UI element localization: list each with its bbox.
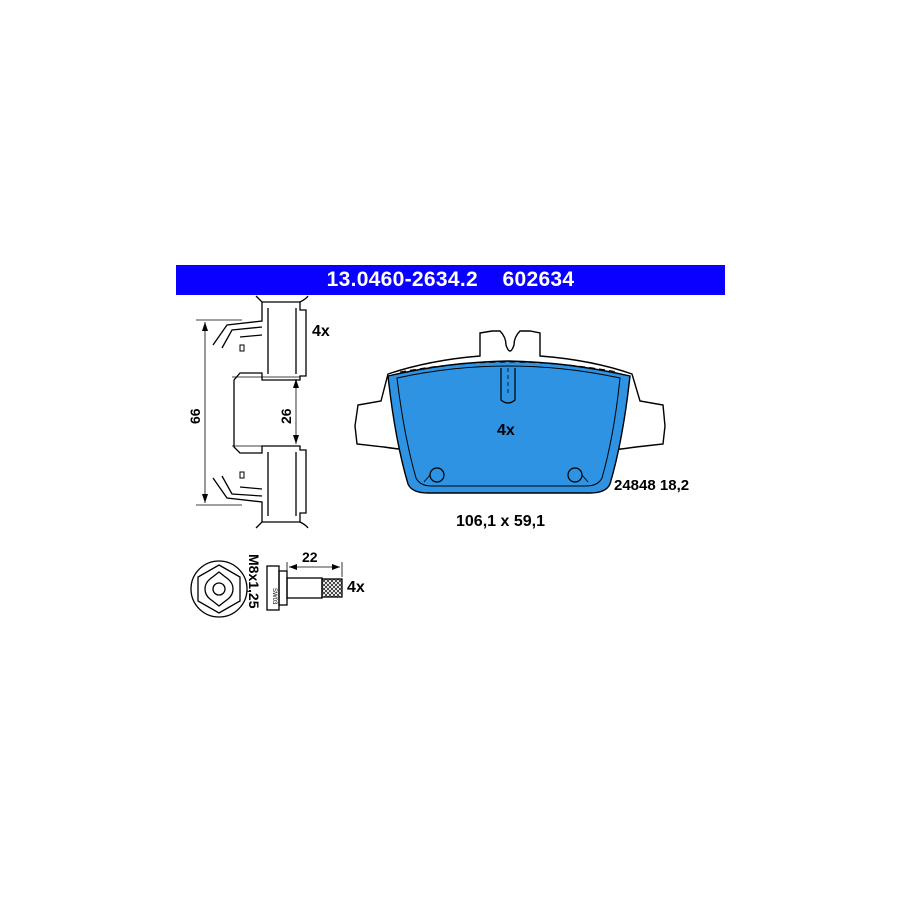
bolt-thread-spec: M8x1,25 bbox=[246, 554, 262, 609]
bolt-quantity: 4x bbox=[347, 579, 365, 596]
friction-material bbox=[387, 360, 631, 494]
clip-quantity: 4x bbox=[312, 323, 330, 340]
torx-head-icon bbox=[190, 560, 248, 618]
reference-number: 602634 bbox=[502, 268, 575, 291]
clip-height-dimension: 66 bbox=[187, 408, 203, 424]
pad-quantity: 4x bbox=[497, 422, 515, 439]
bolt-length-dimension: 22 bbox=[302, 549, 318, 565]
clip-gap-dimension: 26 bbox=[278, 408, 294, 424]
pad-dimensions: 106,1 x 59,1 bbox=[456, 513, 545, 530]
bolt-head-marking: SW03 bbox=[271, 588, 277, 605]
brake-pad bbox=[354, 330, 666, 494]
pad-code: 24848 18,2 bbox=[614, 477, 690, 494]
anti-rattle-clip bbox=[196, 295, 309, 529]
part-number-banner: 13.0460-2634.2 602634 bbox=[176, 265, 725, 295]
bolt: SW03 bbox=[190, 560, 343, 618]
part-number: 13.0460-2634.2 bbox=[326, 268, 478, 291]
